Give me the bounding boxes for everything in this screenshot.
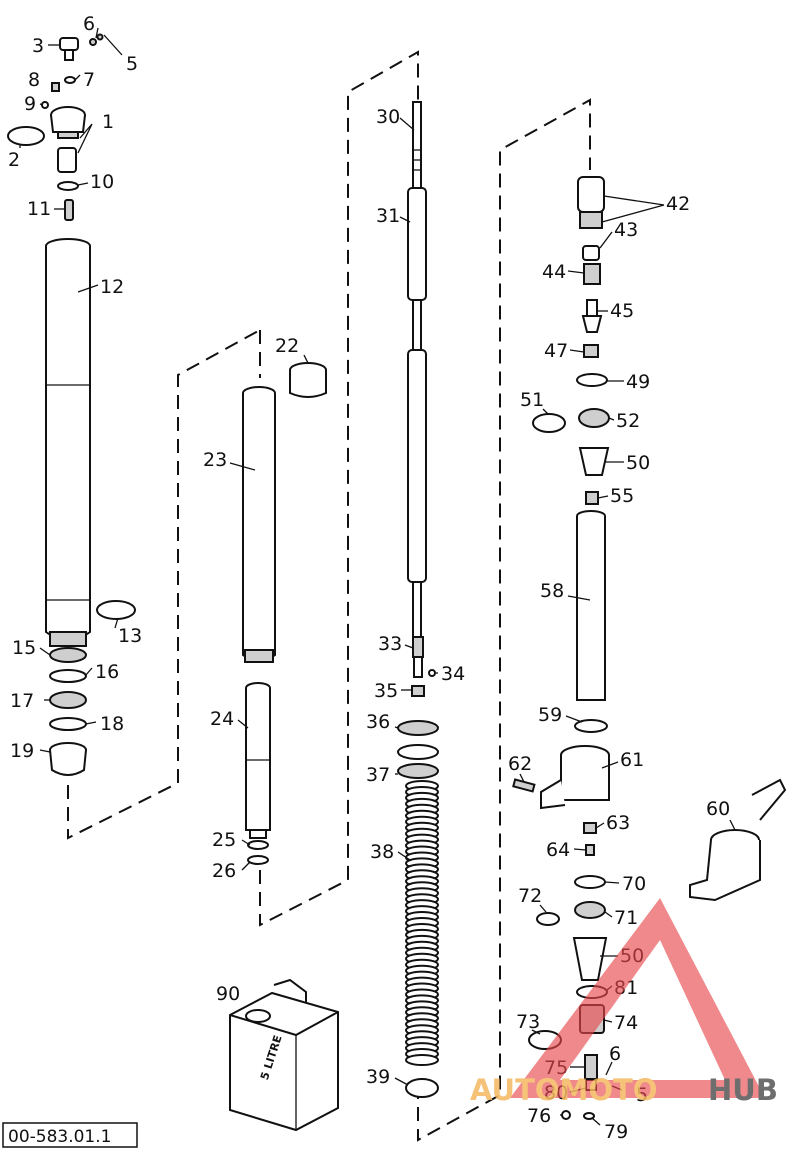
part-label: 34 [441, 663, 465, 685]
inner-tube-group [242, 362, 327, 865]
part-label: 76 [527, 1105, 551, 1127]
part-label: 5 [126, 53, 138, 75]
part-label: 33 [378, 633, 402, 655]
part-label: 12 [100, 276, 124, 298]
part-label: 3 [32, 35, 44, 57]
part-label: 26 [212, 860, 236, 882]
part-label: 64 [546, 839, 570, 861]
inner-tube [242, 386, 276, 663]
watermark-logo: AUTOMOTO HUB [470, 898, 778, 1107]
part-label: 9 [24, 93, 36, 115]
reference-code-box: 00-583.01.1 [2, 1122, 138, 1148]
part-label: 25 [212, 829, 236, 851]
part-label: 10 [90, 171, 114, 193]
part-label: 30 [376, 106, 400, 128]
part-label: 6 [609, 1043, 621, 1065]
part-label: 18 [100, 713, 124, 735]
cartridge-group [512, 176, 787, 1120]
reference-code: 00-583.01.1 [8, 1127, 111, 1147]
part-label: 23 [203, 449, 227, 471]
part-label: 60 [706, 798, 730, 820]
part-label: 24 [210, 708, 234, 730]
outer-tube-group [7, 33, 136, 776]
axle-clamp [540, 745, 610, 810]
part-label: 35 [374, 680, 398, 702]
spring-coil [405, 1054, 439, 1066]
part-label: 70 [622, 873, 646, 895]
fork-oil-can: 5 LITRE [229, 978, 339, 1132]
part-label: 2 [8, 149, 20, 171]
watermark-brand-secondary: HUB [708, 1073, 778, 1107]
part-label: 11 [27, 198, 51, 220]
top-fitting [577, 176, 605, 229]
part-label: 38 [370, 841, 394, 863]
dust-seal [49, 742, 87, 776]
part-label: 59 [538, 704, 562, 726]
part-label: 72 [518, 885, 542, 907]
part-label: 16 [95, 661, 119, 683]
outer-tube [45, 238, 91, 647]
part-label: 58 [540, 580, 564, 602]
part-label: 8 [28, 69, 40, 91]
adjuster-knob [59, 37, 79, 61]
leader-lines [19, 27, 736, 1126]
part-label: 17 [10, 690, 34, 712]
part-label: 42 [666, 193, 690, 215]
part-label: 36 [366, 711, 390, 733]
part-label: 47 [544, 340, 568, 362]
bushing [289, 362, 327, 398]
part-label: 50 [626, 452, 650, 474]
part-label: 15 [12, 637, 36, 659]
assembly-boundaries [67, 50, 591, 1142]
part-label: 62 [508, 753, 532, 775]
part-label: 31 [376, 205, 400, 227]
part-label: 90 [216, 983, 240, 1005]
part-label: 63 [606, 812, 630, 834]
part-label: 45 [610, 300, 634, 322]
part-label: 7 [83, 69, 95, 91]
screw-cap [50, 106, 86, 139]
part-label: 44 [542, 261, 566, 283]
part-label: 73 [516, 1011, 540, 1033]
part-label: 52 [616, 410, 640, 432]
part-label: 13 [118, 625, 142, 647]
spring-group [397, 101, 439, 1098]
watermark-brand-primary: AUTOMOTO [470, 1073, 657, 1107]
damper-rod [245, 682, 271, 839]
fork-bottom [689, 778, 787, 902]
watermark-triangle [510, 898, 765, 1098]
part-label: 39 [366, 1066, 390, 1088]
part-label: 37 [366, 764, 390, 786]
part-label: 51 [520, 389, 544, 411]
part-label: 1 [102, 111, 114, 133]
part-label: 55 [610, 485, 634, 507]
part-label: 79 [604, 1121, 628, 1143]
fork-spring [405, 780, 439, 1066]
part-label: 61 [620, 749, 644, 771]
part-label: 22 [275, 335, 299, 357]
part-label: 6 [83, 13, 95, 35]
part-label: 19 [10, 740, 34, 762]
cartridge-tube [576, 510, 606, 701]
part-label: 71 [614, 907, 638, 929]
part-label: 74 [614, 1012, 638, 1034]
part-label: 43 [614, 219, 638, 241]
part-label: 49 [626, 371, 650, 393]
